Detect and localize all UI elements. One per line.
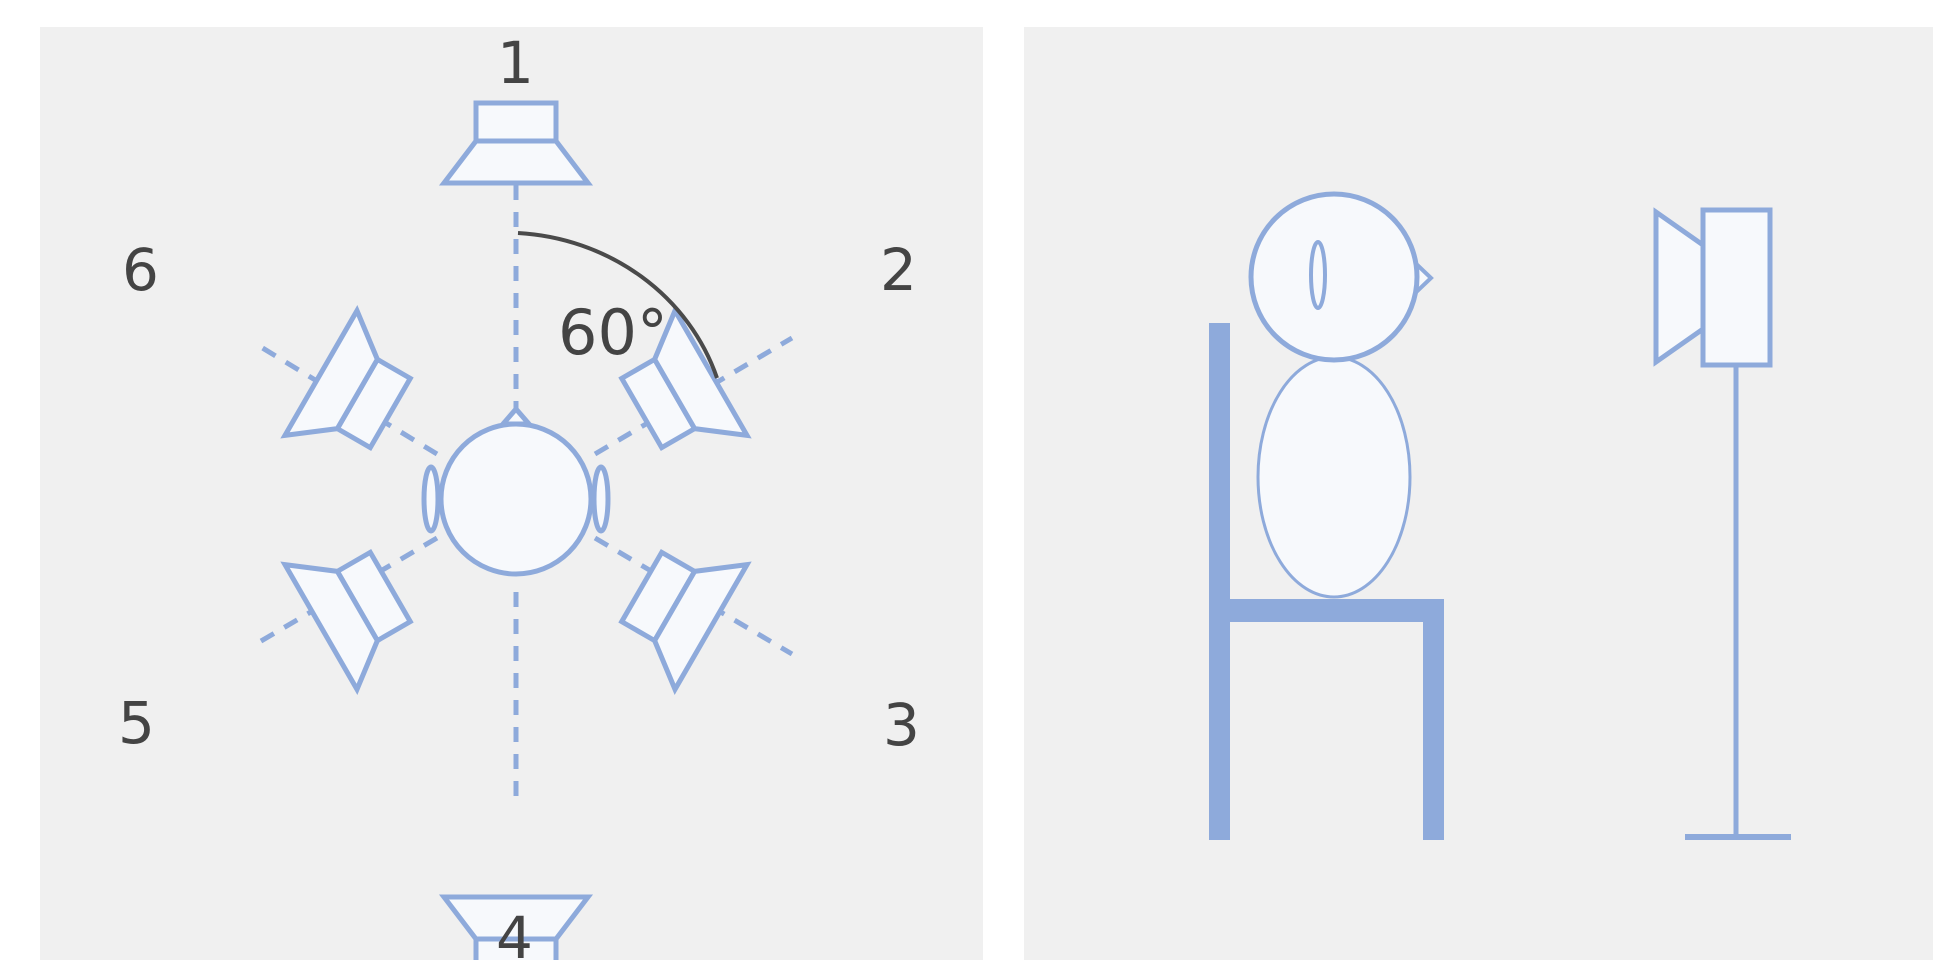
speaker-stand-icon <box>1653 207 1791 840</box>
guide-line-6 <box>254 341 439 457</box>
person-head <box>1248 191 1420 363</box>
speaker-icon-6 <box>285 311 426 476</box>
person-body <box>1256 355 1412 599</box>
side-speaker-cone <box>1653 207 1706 367</box>
listener-head <box>438 421 594 577</box>
speaker-label-2: 2 <box>880 236 917 304</box>
speaker-label-6: 6 <box>122 236 159 304</box>
side-speaker-icon <box>1653 207 1773 368</box>
chair-back <box>1209 323 1230 840</box>
seated-person-icon <box>1248 191 1434 599</box>
guide-line-5 <box>254 535 439 647</box>
chair-front-leg <box>1423 599 1444 840</box>
listener-right-ear <box>591 464 611 534</box>
angle-label: 60° <box>558 296 668 369</box>
listener-left-ear <box>421 464 441 534</box>
speaker-icon-3 <box>606 525 747 690</box>
speaker-icon-1 <box>444 103 588 183</box>
speaker-label-5: 5 <box>118 689 155 757</box>
side-speaker-box <box>1700 207 1773 368</box>
side-view-panel <box>1024 27 1933 960</box>
speaker-label-1: 1 <box>497 29 534 97</box>
speaker-label-4: 4 <box>496 904 533 960</box>
listener-head-icon <box>421 405 611 577</box>
speaker-icon-5 <box>285 525 426 690</box>
chair-icon <box>1209 323 1444 840</box>
chair-seat <box>1209 599 1444 622</box>
speaker-label-3: 3 <box>883 691 920 759</box>
person-ear <box>1309 240 1327 310</box>
angle-arc <box>517 231 719 379</box>
